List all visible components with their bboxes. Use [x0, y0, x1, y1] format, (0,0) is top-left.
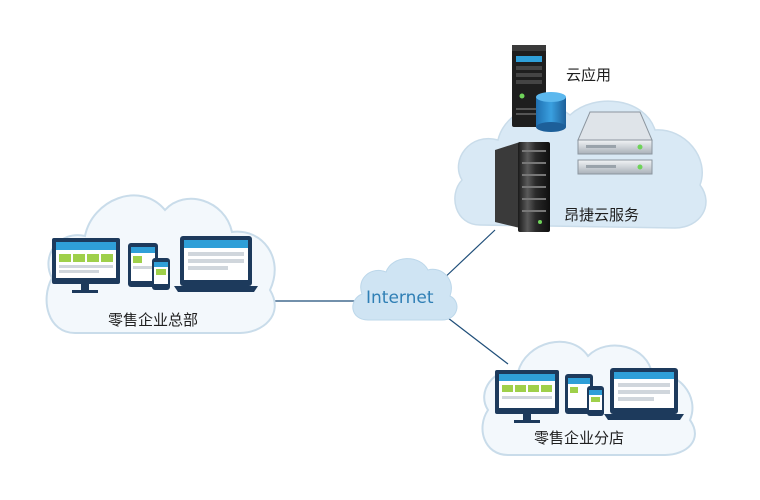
database-icon [536, 92, 566, 132]
storage-drive-icon [577, 111, 653, 175]
internet-cloud [352, 258, 458, 321]
branch-label: 零售企业分店 [534, 429, 625, 447]
link-internet-branch [447, 317, 509, 365]
branch-laptop-icon [604, 368, 684, 420]
branch-monitor-icon [495, 370, 559, 423]
hq-tablet-icon [128, 243, 158, 287]
hq-phone-icon [152, 258, 170, 290]
branch-tablet-icon [565, 374, 593, 414]
headquarters-label: 零售企业总部 [108, 311, 199, 329]
hq-laptop-icon [174, 236, 258, 292]
branch-phone-icon [587, 386, 604, 416]
link-internet-cloud [439, 229, 496, 283]
cloud-app-label: 云应用 [566, 66, 612, 84]
rack-server-icon [495, 142, 550, 232]
hq-monitor-icon [52, 238, 120, 293]
internet-label: Internet [366, 288, 434, 308]
cloud-service-label: 昂捷云服务 [564, 206, 640, 224]
